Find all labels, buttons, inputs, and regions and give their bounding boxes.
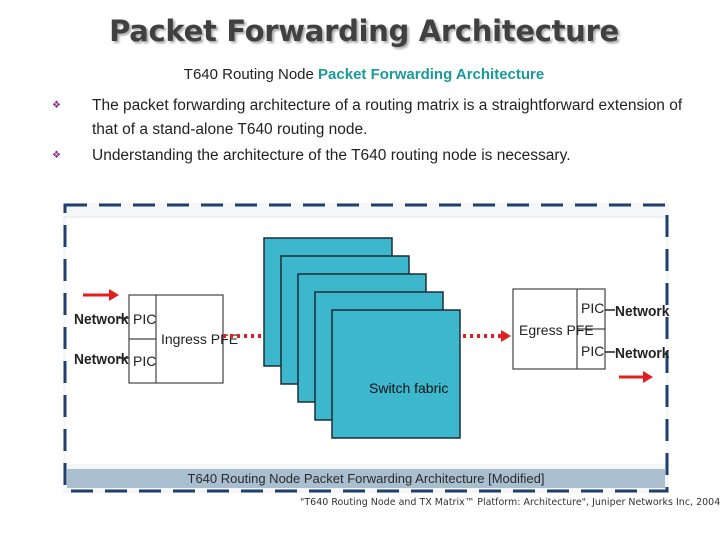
pic-label: PIC bbox=[581, 343, 604, 359]
network-label-right-1: Network bbox=[615, 304, 669, 321]
bullet-text: The packet forwarding architecture of a … bbox=[92, 97, 683, 138]
subtitle-accent: Packet Forwarding Architecture bbox=[318, 66, 545, 83]
bullet-item: ❖ Understanding the architecture of the … bbox=[52, 144, 692, 168]
egress-block: Egress PFE PIC PIC bbox=[512, 288, 606, 370]
source-credit: "T640 Routing Node and TX Matrix™ Platfo… bbox=[300, 497, 721, 508]
network-label-left-1: Network bbox=[74, 312, 129, 329]
pic-label: PIC bbox=[133, 353, 156, 369]
subtitle-plain: T640 Routing Node bbox=[183, 66, 314, 83]
egress-pfe-label: Egress PFE bbox=[519, 322, 594, 338]
output-arrow-icon bbox=[619, 371, 653, 383]
input-arrow-icon bbox=[83, 289, 119, 301]
pic-label: PIC bbox=[133, 311, 156, 327]
bullet-list: ❖ The packet forwarding architecture of … bbox=[52, 94, 692, 170]
diagram-caption: T640 Routing Node Packet Forwarding Arch… bbox=[188, 471, 545, 486]
diamond-bullet-icon: ❖ bbox=[52, 150, 61, 161]
bullet-item: ❖ The packet forwarding architecture of … bbox=[52, 94, 692, 142]
ingress-pfe-label: Ingress PFE bbox=[161, 331, 238, 347]
switch-fabric-stack bbox=[263, 237, 461, 439]
diamond-bullet-icon: ❖ bbox=[52, 100, 61, 111]
slide-title: Packet Forwarding Architecture bbox=[109, 14, 619, 48]
bullet-text: Understanding the architecture of the T6… bbox=[92, 147, 571, 164]
architecture-diagram: Network Network PIC PIC Ingress PFE Swit… bbox=[63, 203, 669, 493]
network-label-right-2: Network bbox=[615, 346, 669, 363]
caption-bar bbox=[67, 469, 665, 488]
ingress-block: PIC PIC Ingress PFE bbox=[128, 294, 238, 384]
pic-label: PIC bbox=[581, 300, 604, 316]
switch-fabric-label: Switch fabric bbox=[369, 380, 448, 396]
network-label-left-2: Network bbox=[74, 352, 129, 369]
slide-subtitle: T640 Routing Node Packet Forwarding Arch… bbox=[0, 66, 728, 83]
dashed-frame bbox=[63, 203, 669, 493]
